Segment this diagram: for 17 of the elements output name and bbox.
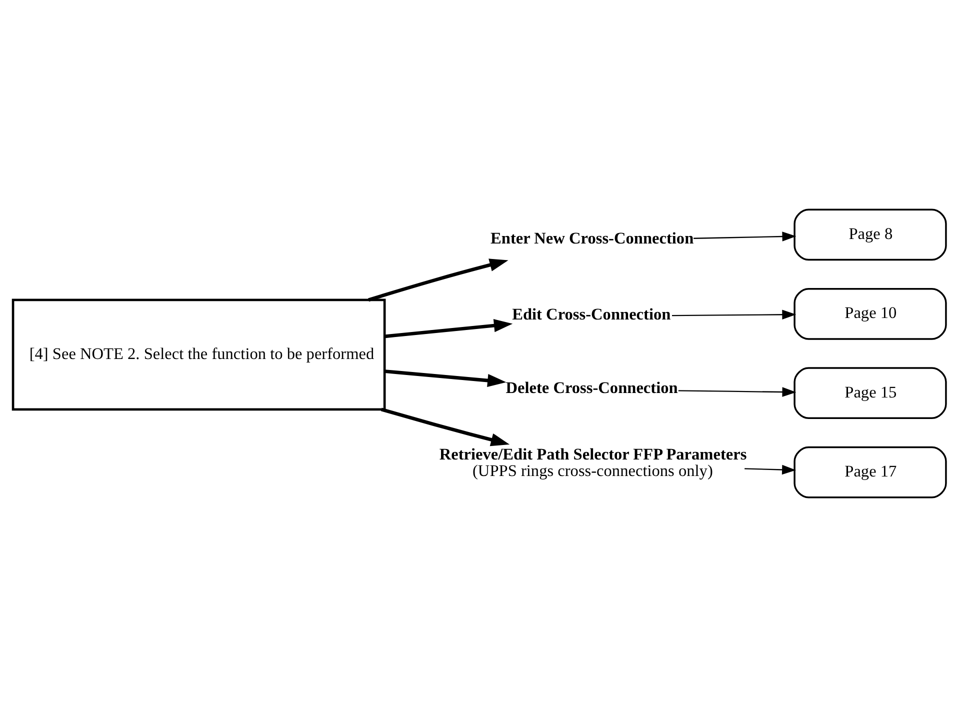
arrow [672, 309, 796, 320]
node-box: [4] See NOTE 2. Select the function to be performed [12, 298, 386, 410]
arrow [744, 464, 796, 474]
arrow [384, 369, 506, 387]
node-text: Delete Cross-Connection [506, 377, 678, 396]
node-text: Edit Cross-Connection [512, 304, 671, 323]
node-text: Enter New Cross-Connection [490, 228, 694, 248]
node-text: Retrieve/Edit Path Selector FFP Parameters (UPPS rings cross-connections only) [439, 444, 747, 480]
node-box: Page 15 [794, 366, 947, 419]
arrow [694, 231, 796, 241]
arrow [384, 318, 513, 338]
arrow [678, 386, 796, 396]
arrow [368, 258, 508, 302]
node-box: Page 17 [794, 446, 947, 498]
node-box: Page 8 [794, 208, 947, 260]
arrow [380, 407, 510, 446]
node-box: Page 10 [794, 287, 947, 340]
